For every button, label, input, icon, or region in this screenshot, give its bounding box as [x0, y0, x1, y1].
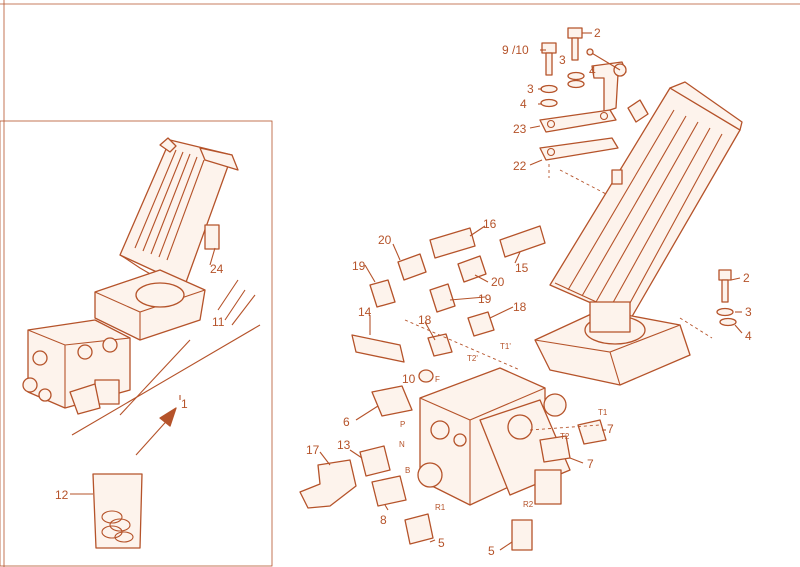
- label-11: 11: [212, 315, 225, 329]
- side-bolt-set: [679, 269, 737, 339]
- label-2-top: 2: [594, 26, 601, 40]
- port-f: F: [435, 375, 440, 384]
- label-5-right: 5: [488, 544, 495, 558]
- port-p: P: [400, 420, 405, 429]
- port-r1: R1: [435, 503, 446, 512]
- label-13: 13: [337, 438, 351, 452]
- port-r2: R2: [523, 500, 534, 509]
- label-4-side: 4: [745, 329, 752, 343]
- label-5-left: 5: [438, 536, 445, 550]
- assembly-arrow: [135, 407, 177, 456]
- port-t1-prime: T1': [500, 342, 511, 351]
- port-n: N: [399, 440, 405, 449]
- label-3-mid: 3: [559, 53, 566, 67]
- label-6: 6: [343, 415, 350, 429]
- middle-fittings: [351, 311, 521, 383]
- label-20-right: 20: [491, 275, 505, 289]
- label-15: 15: [515, 261, 529, 275]
- label-7-upper: 7: [607, 422, 614, 436]
- port-t1: T1: [598, 408, 608, 417]
- bracket-assembly: [539, 27, 627, 196]
- callout-labels: 1 2 2 3 3 3 4 4 4 5 5 6 7 7 8 9 /10 10 1…: [55, 26, 752, 558]
- inset-housing: [94, 224, 220, 341]
- assembled-unit-inset: [0, 120, 273, 567]
- label-16: 16: [483, 217, 497, 231]
- label-20-left: 20: [378, 233, 392, 247]
- port-t2-prime: T2': [467, 354, 478, 363]
- label-3-left: 3: [527, 82, 534, 96]
- seal-kit-bag: [70, 473, 143, 549]
- label-2-side: 2: [743, 271, 750, 285]
- port-labels: P F N B R1 R2 T1 T2 T1' T2': [399, 342, 608, 512]
- inset-pedal: [119, 137, 239, 291]
- label-10: 10: [402, 372, 416, 386]
- label-12: 12: [55, 488, 69, 502]
- label-22: 22: [513, 159, 527, 173]
- label-1: 1: [181, 397, 188, 411]
- label-17: 17: [306, 443, 320, 457]
- port-b: B: [405, 466, 410, 475]
- inset-valve-block: [22, 319, 131, 415]
- upper-fittings: [369, 225, 546, 313]
- callout-leaders: [319, 32, 743, 551]
- label-19-right: 19: [478, 292, 492, 306]
- label-18-left: 18: [418, 313, 432, 327]
- pedal-assembly: [534, 81, 743, 386]
- port-t2: T2: [560, 432, 570, 441]
- label-9-10: 9 /10: [502, 43, 529, 57]
- label-24: 24: [210, 262, 224, 276]
- lower-fittings: [299, 385, 607, 551]
- valve-block: [417, 367, 571, 506]
- label-8: 8: [380, 513, 387, 527]
- label-3-side: 3: [745, 305, 752, 319]
- label-23: 23: [513, 122, 527, 136]
- label-7-lower: 7: [587, 457, 594, 471]
- label-4-mid: 4: [589, 64, 596, 78]
- label-14: 14: [358, 305, 372, 319]
- label-19-left: 19: [352, 259, 366, 273]
- label-18-right: 18: [513, 300, 527, 314]
- label-4-left: 4: [520, 97, 527, 111]
